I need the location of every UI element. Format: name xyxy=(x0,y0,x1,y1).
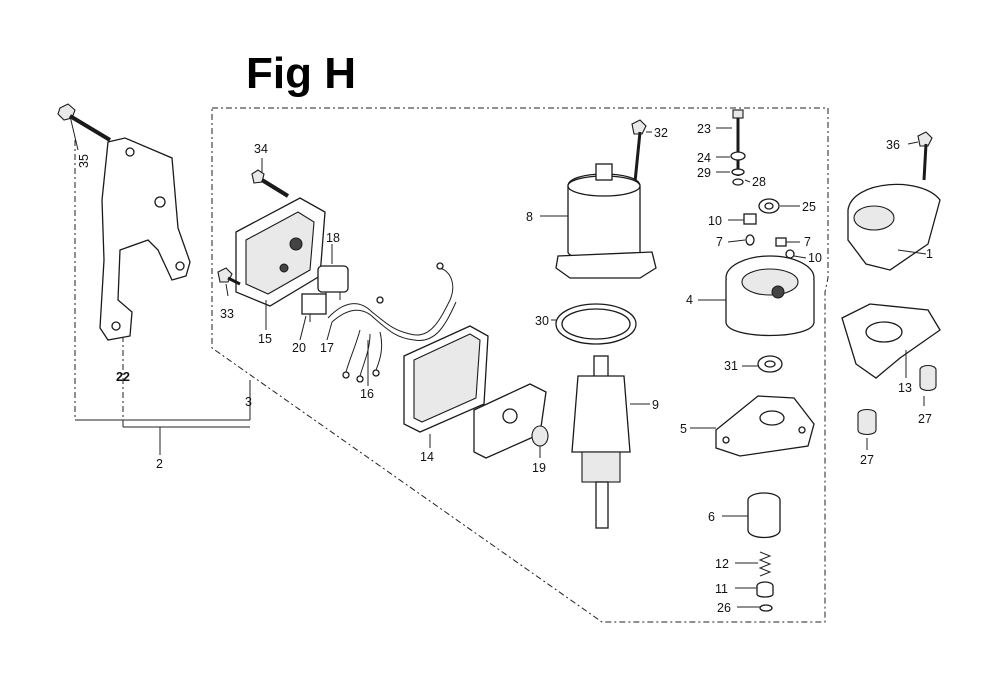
regulator-14 xyxy=(403,325,547,459)
label-14: 14 xyxy=(420,450,434,464)
label-26: 26 xyxy=(717,601,731,615)
switch-20 xyxy=(301,293,327,322)
bolt-23 xyxy=(730,109,746,186)
screw-34 xyxy=(251,169,290,198)
label-24: 24 xyxy=(697,151,711,165)
label-22: 22 xyxy=(116,370,130,384)
label-29: 29 xyxy=(697,166,711,180)
label-15: 15 xyxy=(258,332,272,346)
motor-housing-8 xyxy=(555,163,657,279)
label-25: 25 xyxy=(802,200,816,214)
clip-26 xyxy=(759,604,773,612)
plate-13 xyxy=(841,303,941,379)
armature-9 xyxy=(571,355,631,529)
label-13: 13 xyxy=(898,381,912,395)
brush-10 xyxy=(743,213,795,259)
label-18: 18 xyxy=(326,231,340,245)
damper-27a xyxy=(857,408,877,436)
label-6: 6 xyxy=(708,510,715,524)
label-10a: 10 xyxy=(708,214,722,228)
assembly-outline xyxy=(74,107,829,623)
bracket-22 xyxy=(99,137,191,341)
cover-1 xyxy=(847,183,941,271)
label-9: 9 xyxy=(652,398,659,412)
o-ring-30 xyxy=(555,303,637,345)
leader-lines xyxy=(69,115,927,608)
label-23: 23 xyxy=(697,122,711,136)
label-7b: 7 xyxy=(804,235,811,249)
bolt-36 xyxy=(917,131,933,181)
bushing-25 xyxy=(758,198,780,214)
label-27a: 27 xyxy=(860,453,874,467)
label-11: 11 xyxy=(715,582,728,596)
label-2: 2 xyxy=(156,457,163,471)
label-17: 17 xyxy=(320,341,334,355)
end-cover-5 xyxy=(715,395,815,457)
pinion-6 xyxy=(747,492,781,539)
label-30: 30 xyxy=(535,314,549,328)
figure-title: Fig H xyxy=(246,49,356,98)
label-20: 20 xyxy=(292,341,306,355)
label-16: 16 xyxy=(360,387,374,401)
brush-holder-4 xyxy=(725,255,815,337)
label-5: 5 xyxy=(680,422,687,436)
label-3: 3 xyxy=(245,395,252,409)
label-19: 19 xyxy=(532,461,546,475)
bolt-33 xyxy=(217,267,241,286)
bolt-35 xyxy=(57,103,112,142)
label-27b: 27 xyxy=(918,412,932,426)
damper-27b xyxy=(919,364,937,392)
label-31: 31 xyxy=(724,359,738,373)
spring-12 xyxy=(758,551,772,577)
cap-19 xyxy=(531,425,549,447)
label-35: 35 xyxy=(77,154,91,168)
label-1: 1 xyxy=(926,247,933,261)
label-12: 12 xyxy=(715,557,729,571)
control-box-15 xyxy=(235,197,326,307)
label-7a: 7 xyxy=(716,235,723,249)
label-4: 4 xyxy=(686,293,693,307)
label-8: 8 xyxy=(526,210,533,224)
label-28: 28 xyxy=(752,175,766,189)
label-36: 36 xyxy=(886,138,900,152)
label-10b: 10 xyxy=(808,251,822,265)
bushing-31 xyxy=(757,355,783,373)
label-34: 34 xyxy=(254,142,268,156)
label-32: 32 xyxy=(654,126,668,140)
label-33: 33 xyxy=(220,307,234,321)
collar-11 xyxy=(756,581,774,598)
wire-harness-16 xyxy=(327,262,457,383)
part-labels: 1 2 3 4 5 6 7 7 8 9 10 10 11 12 13 14 15… xyxy=(77,122,933,615)
